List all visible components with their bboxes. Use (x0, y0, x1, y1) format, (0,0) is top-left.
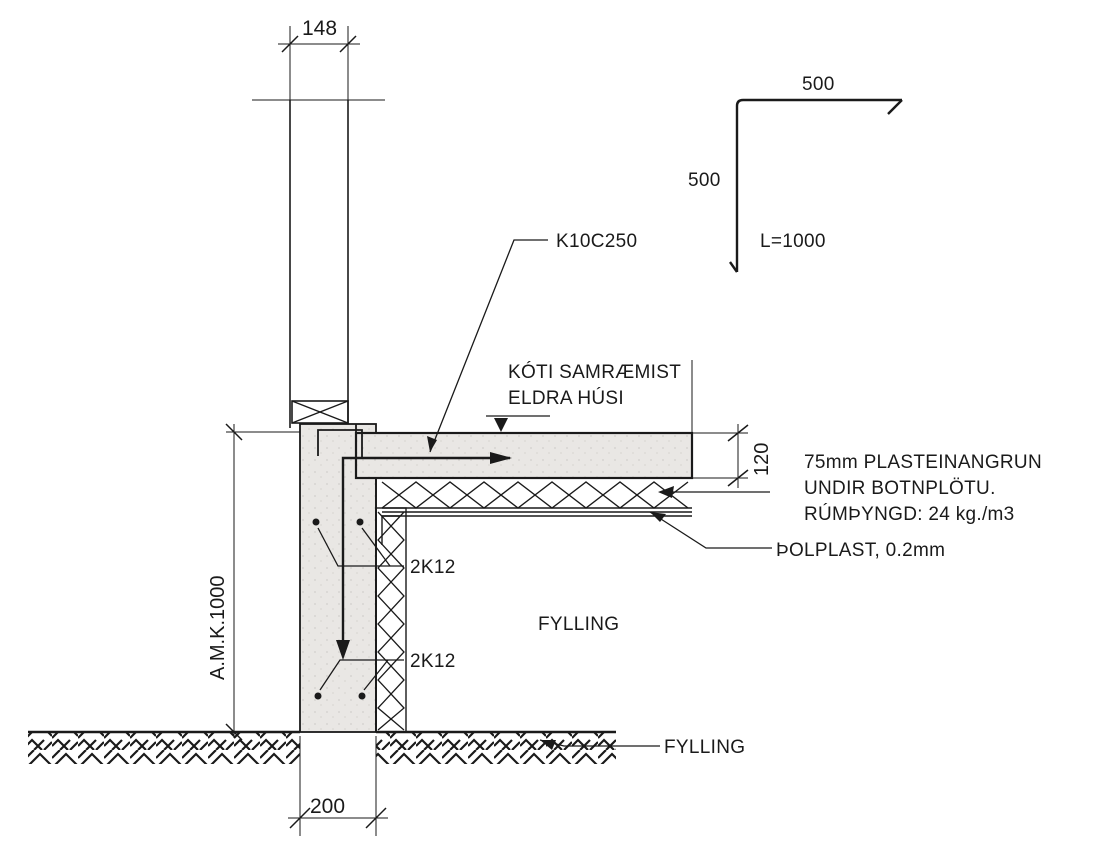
bar-shape-detail: 500 500 L=1000 (688, 74, 903, 273)
insulation-line3: RÚMÞYNGD: 24 kg./m3 (804, 503, 1015, 525)
edge-insulation (375, 507, 407, 733)
rebar-dot (314, 692, 322, 700)
reinforcement-bars (312, 429, 512, 700)
upper-bars-label: 2K12 (410, 557, 456, 578)
membrane-label: ÞOLPLAST, 0.2mm (776, 540, 945, 561)
wall-width-label: 148 (302, 17, 337, 40)
top-rebar-callout: K10C250 (427, 231, 637, 453)
rebar-dot (358, 692, 366, 700)
bar-side-leg-label: 500 (688, 170, 721, 191)
slab-insulation (376, 477, 692, 517)
top-rebar-label: K10C250 (556, 231, 637, 252)
foundation-concrete (299, 423, 694, 733)
rebar-dot (312, 518, 320, 526)
level-note-line2: ELDRA HÚSI (508, 387, 624, 409)
footing-width-label: 200 (310, 795, 345, 818)
fill-inside-label: FYLLING (538, 614, 619, 635)
lower-bars-label: 2K12 (410, 651, 456, 672)
bar-length-label: L=1000 (760, 231, 826, 252)
level-note: KÓTI SAMRÆMIST ELDRA HÚSI (486, 360, 693, 433)
ground-fill (28, 730, 616, 764)
depth-label: A.M.K.1000 (207, 575, 229, 680)
upper-wall (252, 99, 385, 428)
level-note-line1: KÓTI SAMRÆMIST (508, 361, 681, 383)
wall-width-dimension: 148 (278, 17, 360, 100)
membrane-callout: ÞOLPLAST, 0.2mm (649, 511, 945, 561)
insulation-line1: 75mm PLASTEINANGRUN (804, 452, 1042, 473)
upper-bars-callout: 2K12 (317, 527, 456, 578)
ground-fill-callout: FYLLING (539, 737, 745, 758)
insulation-line2: UNDIR BOTNPLÖTU. (804, 478, 996, 499)
bar-top-leg-label: 500 (802, 74, 835, 95)
slab-thickness-dimension: 120 (692, 424, 773, 488)
slab-thickness-label: 120 (751, 443, 773, 476)
insulation-callout: 75mm PLASTEINANGRUN UNDIR BOTNPLÖTU. RÚM… (658, 452, 1042, 525)
ground-fill-label: FYLLING (664, 737, 745, 758)
rebar-dot (356, 518, 364, 526)
lower-bars-callout: 2K12 (319, 651, 456, 691)
footing-width-dimension: 200 (288, 736, 388, 836)
depth-dimension: A.M.K.1000 (207, 423, 300, 741)
